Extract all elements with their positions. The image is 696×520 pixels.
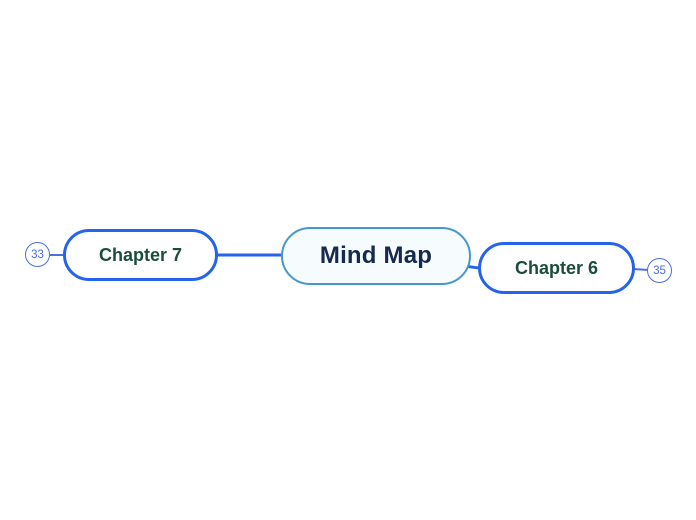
branch-node-label: Chapter 6: [514, 257, 599, 278]
collapsed-count-badge-right[interactable]: 35: [647, 258, 672, 283]
badge-connector-right: [632, 268, 650, 271]
branch-node-chapter-7[interactable]: Chapter 7: [63, 229, 218, 281]
branch-node-label: Chapter 7: [98, 244, 183, 265]
branch-node-chapter-6[interactable]: Chapter 6: [478, 242, 635, 294]
collapsed-count-badge-left[interactable]: 33: [25, 242, 50, 267]
badge-count-label: 33: [31, 248, 44, 261]
badge-count-label: 35: [653, 264, 666, 277]
root-node-label: Mind Map: [319, 242, 433, 269]
root-node-mind-map[interactable]: Mind Map: [281, 227, 471, 285]
